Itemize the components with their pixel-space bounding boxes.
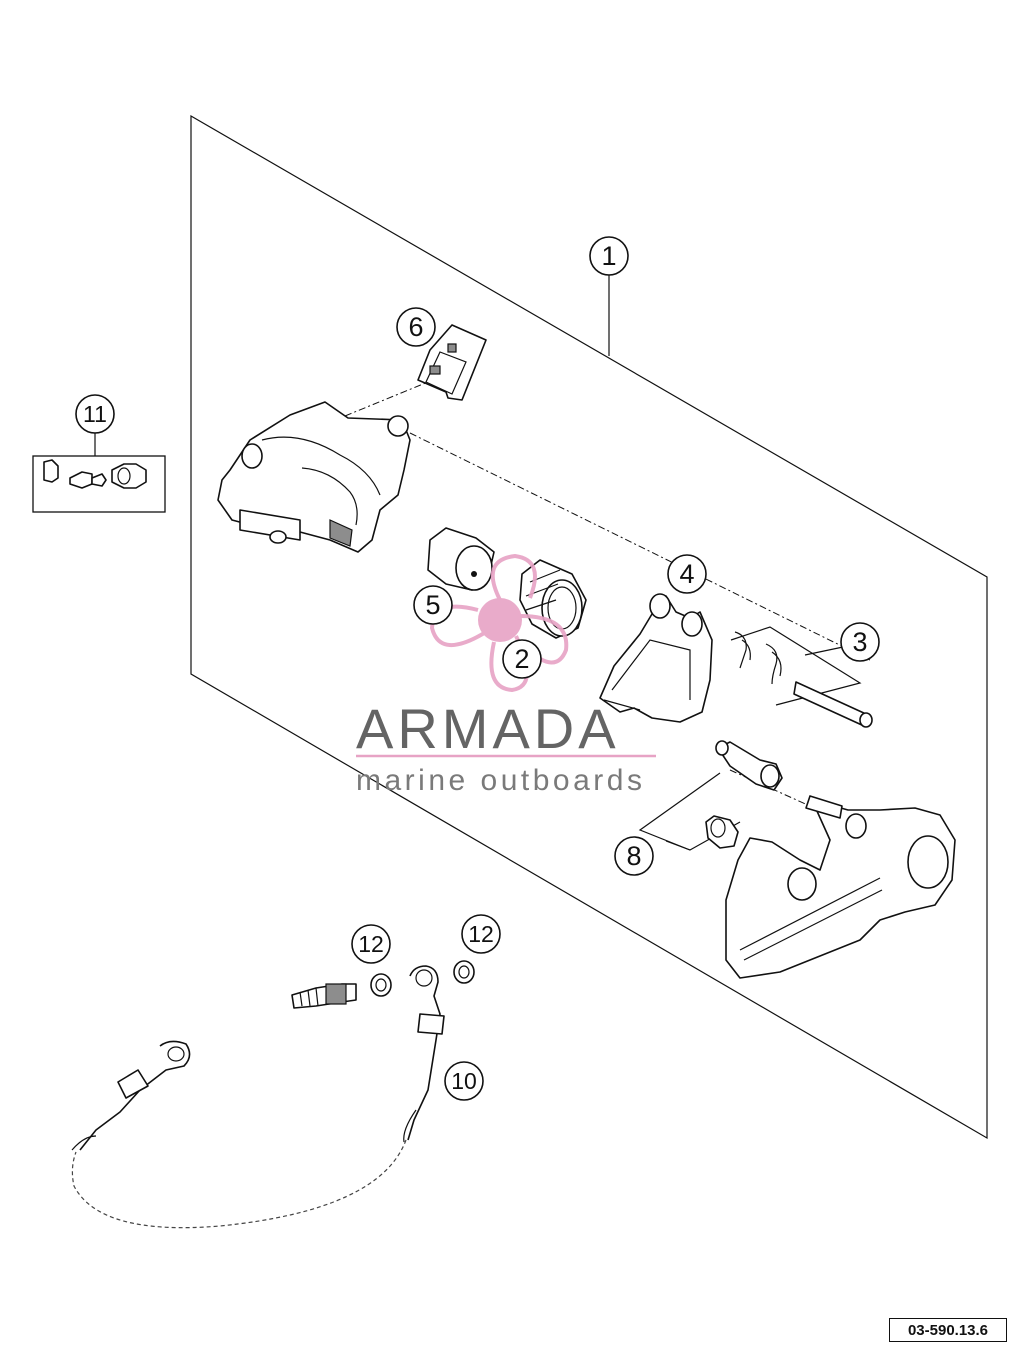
svg-text:4: 4	[679, 559, 694, 589]
svg-text:12: 12	[468, 921, 494, 947]
brake-pad-set	[599, 593, 713, 723]
svg-text:12: 12	[358, 931, 384, 957]
callout-10: 10	[444, 1061, 484, 1101]
callout-4: 4	[667, 554, 707, 594]
callout-12-right: 12	[461, 914, 501, 954]
callout-1: 1	[589, 236, 629, 276]
banjo-bolt	[291, 983, 357, 1009]
caliper-piston	[427, 527, 495, 591]
svg-text:3: 3	[852, 627, 867, 657]
callout-5: 5	[413, 585, 453, 625]
sealing-washers	[370, 960, 475, 997]
caliper-housing	[217, 401, 411, 553]
watermark-tagline: marine outboards	[356, 764, 645, 797]
slide-pins	[705, 740, 783, 849]
callout-8: 8	[614, 836, 654, 876]
watermark-brand: ARMADA	[356, 697, 620, 760]
callout-11: 11	[75, 394, 115, 434]
bleeder-kit-box	[32, 455, 166, 513]
svg-text:8: 8	[626, 841, 641, 871]
piston-seal	[519, 559, 587, 639]
callout-3: 3	[840, 622, 880, 662]
callout-6: 6	[396, 307, 436, 347]
svg-text:2: 2	[514, 644, 529, 674]
brake-hose	[71, 965, 445, 1229]
callout-2: 2	[502, 639, 542, 679]
svg-text:11: 11	[83, 401, 107, 427]
assembly-outline	[190, 114, 988, 1140]
diagram-reference-code: 03-590.13.6	[889, 1318, 1007, 1342]
pad-pin-and-clips	[734, 631, 873, 728]
armada-watermark: ARMADA marine outboards	[356, 553, 656, 797]
svg-text:5: 5	[425, 590, 440, 620]
caliper-bracket	[725, 795, 956, 979]
propeller-logo-icon	[429, 553, 569, 693]
svg-text:6: 6	[408, 312, 423, 342]
svg-text:1: 1	[601, 241, 616, 271]
svg-text:10: 10	[451, 1068, 477, 1094]
callout-12-left: 12	[351, 924, 391, 964]
pad-retainer-clip	[417, 324, 487, 401]
